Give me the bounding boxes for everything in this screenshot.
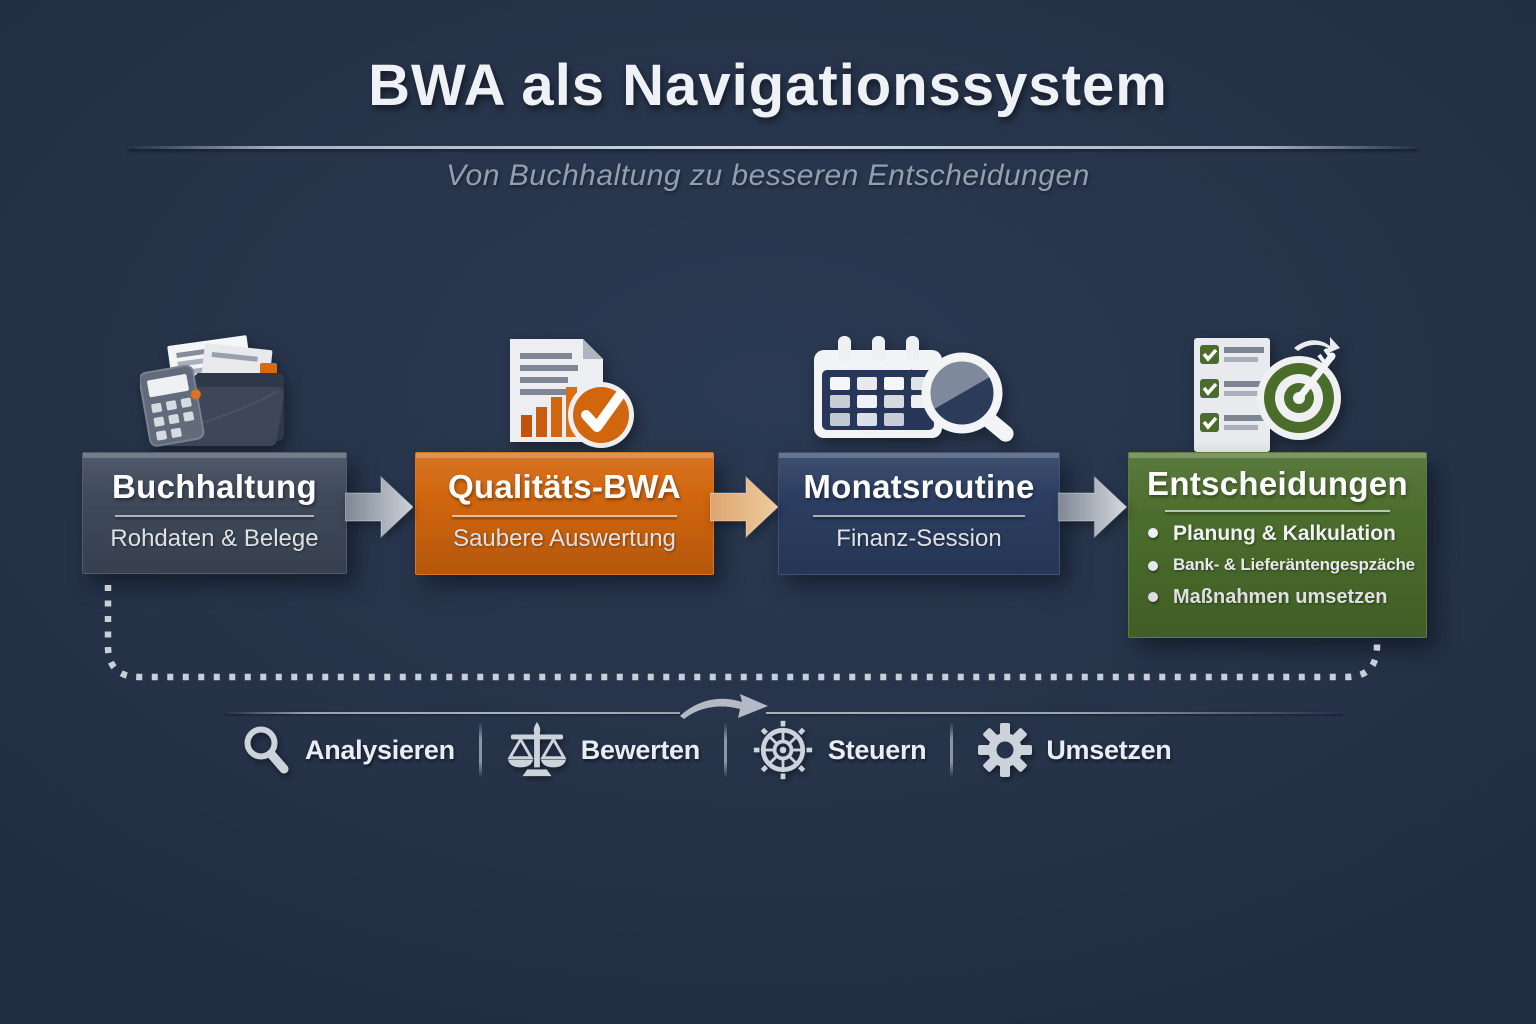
flow-arrow-icon — [710, 469, 778, 545]
step-title: Qualitäts-BWA — [447, 468, 682, 505]
footer-separator — [478, 723, 482, 777]
step-title: Buchhaltung — [112, 468, 317, 505]
bullet-item: Maßnahmen umsetzen — [1148, 585, 1420, 609]
step-title-divider — [451, 515, 678, 517]
footer-label: Analysieren — [305, 734, 455, 765]
footer-item-umsetzen: Umsetzen — [977, 722, 1172, 778]
footer-label: Bewerten — [580, 734, 700, 765]
title-divider — [128, 146, 1418, 149]
entscheidungen-bullet-list: Planung & Kalkulation Bank- & Lieferänte… — [1129, 521, 1420, 609]
step-title: Entscheidungen — [1147, 465, 1408, 502]
ship-wheel-icon — [753, 720, 813, 780]
step-title-divider — [1164, 510, 1391, 512]
process-steps-footer: Analysieren Bewerten — [240, 710, 1172, 790]
page-title: BWA als Navigationssystem — [368, 53, 1168, 118]
step-box-buchhaltung: Buchhaltung Rohdaten & Belege — [82, 452, 347, 574]
step-title-divider — [114, 515, 315, 517]
footer-divider-line-right — [766, 712, 1344, 714]
scales-icon — [507, 721, 567, 777]
gear-icon — [978, 723, 1033, 777]
step-title-divider — [812, 515, 1026, 517]
flow-arrow-icon — [1056, 469, 1129, 545]
step-subtitle: Finanz-Session — [836, 525, 1002, 552]
footer-item-bewerten: Bewerten — [506, 721, 700, 779]
footer-label: Umsetzen — [1046, 734, 1172, 765]
magnifier-icon — [244, 726, 289, 774]
bullet-item: Planung & Kalkulation — [1148, 521, 1420, 546]
footer-divider-line-left — [226, 712, 680, 714]
calendar-magnifier-icon — [812, 334, 1016, 452]
footer-item-analysieren: Analysieren — [240, 724, 455, 776]
footer-separator — [723, 723, 727, 777]
folder-documents-calculator-icon — [140, 333, 292, 447]
step-box-qualitaets-bwa: Qualitäts-BWA Saubere Auswertung — [415, 452, 714, 575]
bullet-item: Bank- & Lieferäntengespzäche — [1148, 555, 1420, 575]
step-box-monatsroutine: Monatsroutine Finanz-Session — [778, 452, 1060, 575]
checklist-target-icon — [1192, 336, 1342, 454]
footer-item-steuern: Steuern — [751, 718, 927, 782]
step-subtitle: Saubere Auswertung — [453, 525, 676, 552]
step-title: Monatsroutine — [803, 468, 1035, 505]
document-chart-check-icon — [505, 335, 637, 449]
page-subtitle: Von Buchhaltung zu besseren Entscheidung… — [446, 159, 1090, 192]
step-box-entscheidungen: Entscheidungen Planung & Kalkulation Ban… — [1128, 452, 1427, 638]
flow-arrow-icon — [345, 469, 413, 545]
footer-label: Steuern — [827, 734, 927, 765]
footer-separator — [950, 723, 954, 777]
curved-arrow-icon — [678, 691, 770, 723]
step-subtitle: Rohdaten & Belege — [110, 525, 319, 552]
